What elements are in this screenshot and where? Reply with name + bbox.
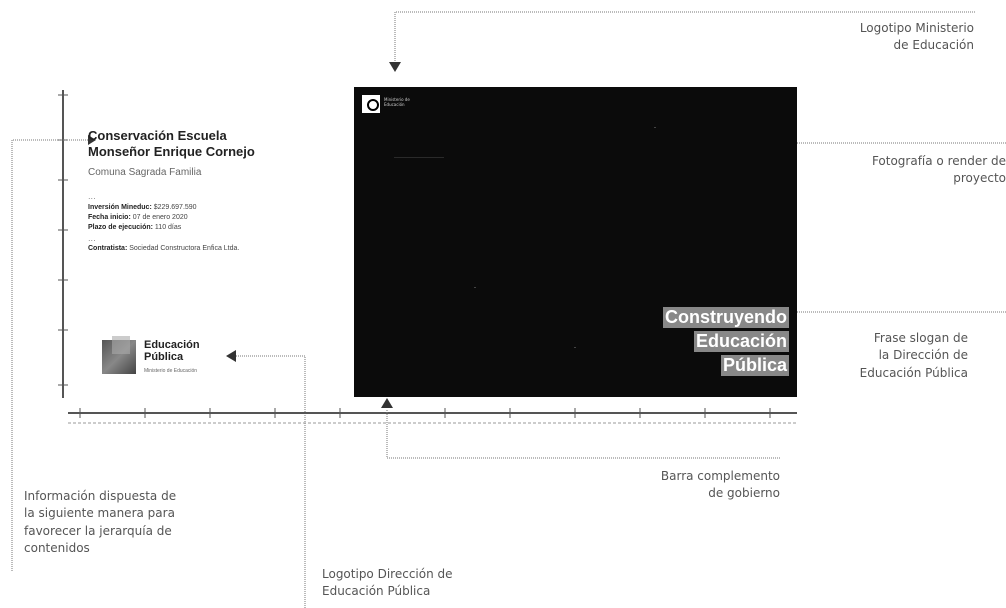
ministry-shield-icon xyxy=(362,95,380,113)
slogan: Construyendo Educación Pública xyxy=(662,307,789,379)
annotation-photo: Fotografía o render de proyecto xyxy=(872,153,1006,188)
logo-line2: Pública xyxy=(144,350,184,363)
educacion-publica-logo: Educación Pública Ministerio de Educació… xyxy=(102,336,232,384)
separator: ... xyxy=(88,191,96,201)
annotation-ministry-logo: Logotipo Ministerio de Educación xyxy=(860,20,974,55)
start-row: Fecha inicio: 07 de enero 2020 xyxy=(88,214,348,221)
project-title-line1: Conservación Escuela xyxy=(88,128,227,143)
annotation-dep-logo: Logotipo Dirección de Educación Pública xyxy=(322,566,453,601)
term-row: Plazo de ejecución: 110 días xyxy=(88,224,348,231)
annotation-photo-line2: proyecto xyxy=(953,171,1006,186)
investment-label: Inversión Mineduc: xyxy=(88,203,152,211)
ministry-logo-arrow xyxy=(389,62,401,72)
gov-line1: Ministerio de xyxy=(384,97,410,102)
investment-value: $229.697.590 xyxy=(153,203,197,211)
annotation-info-line2: la siguiente manera para xyxy=(24,506,175,521)
term-value: 110 días xyxy=(154,223,182,231)
annotation-ministry-logo-line2: de Educación xyxy=(893,38,974,53)
investment-row: Inversión Mineduc: $229.697.590 xyxy=(88,204,348,211)
logo-line1: Educación xyxy=(144,339,200,351)
bottom-ruler-ticks xyxy=(79,408,771,418)
annotation-slogan-line2: la Dirección de xyxy=(878,348,968,363)
annotation-gov-bar-line2: de gobierno xyxy=(708,486,780,501)
start-value: 07 de enero 2020 xyxy=(132,213,188,221)
annotation-ministry-logo-line1: Logotipo Ministerio xyxy=(859,21,974,35)
project-photo: Ministerio de Educación Construyendo Edu… xyxy=(354,87,797,397)
annotation-info-line3: favorecer la jerarquía de xyxy=(24,523,172,538)
slogan-line1: Construyendo xyxy=(662,307,789,328)
commune-label: Comuna Sagrada Familia xyxy=(88,166,202,178)
annotation-info-line1: Información dispuesta de xyxy=(24,489,177,503)
project-title-line2: Monseñor Enrique Cornejo xyxy=(88,144,255,160)
logo-caption: Ministerio de Educación xyxy=(144,368,198,374)
start-label: Fecha inicio: xyxy=(88,213,131,221)
gov-line2: Educación xyxy=(384,102,405,108)
annotation-dep-logo-line2: Educación Pública xyxy=(322,584,431,599)
annotation-gov-bar-line1: Barra complemento xyxy=(660,469,780,483)
info-arrow xyxy=(88,135,96,145)
project-info-block: Conservación Escuela Monseñor Enrique Co… xyxy=(88,128,348,252)
slogan-line2: Educación xyxy=(693,331,789,352)
info-leader xyxy=(11,139,88,572)
dep-logo-arrow xyxy=(226,350,236,362)
contractor-label: Contratista: xyxy=(88,244,128,252)
logo-wordmark: Educación Pública xyxy=(144,339,200,363)
annotation-slogan-line3: Educación Pública xyxy=(859,365,968,380)
contractor-row: Contratista: Sociedad Constructora Enfic… xyxy=(88,245,348,252)
annotation-slogan: Frase slogan de la Dirección de Educació… xyxy=(860,330,968,382)
separator-2: ... xyxy=(88,233,96,243)
annotation-slogan-line1: Frase slogan de xyxy=(873,331,968,345)
annotation-info: Información dispuesta de la siguiente ma… xyxy=(24,488,176,558)
ministry-logo-leader xyxy=(394,11,975,62)
annotation-photo-line1: Fotografía o render de xyxy=(871,154,1006,168)
annotation-gov-bar: Barra complemento de gobierno xyxy=(620,468,780,503)
term-label: Plazo de ejecución: xyxy=(88,223,153,231)
contractor-value: Sociedad Constructora Enfica Ltda. xyxy=(129,244,240,252)
annotation-info-line4: contenidos xyxy=(24,541,90,556)
gov-bar-leader xyxy=(386,410,780,459)
annotation-dep-logo-line1: Logotipo Dirección de xyxy=(322,567,453,581)
gov-bar-arrow xyxy=(381,398,393,408)
slogan-line3: Pública xyxy=(720,355,789,376)
dep-logo-leader xyxy=(236,355,306,608)
ministry-logo-text: Ministerio de Educación xyxy=(384,97,410,107)
educacion-publica-logo-mark-icon xyxy=(102,336,136,374)
